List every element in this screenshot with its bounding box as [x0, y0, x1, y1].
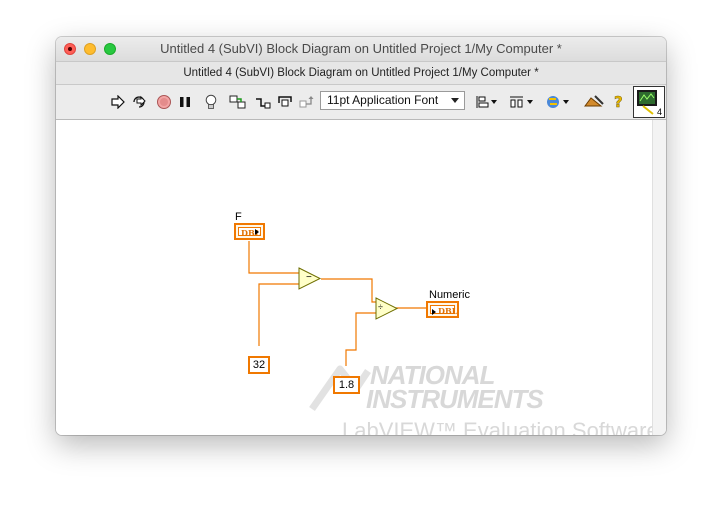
close-window-button[interactable] [64, 43, 76, 55]
svg-text:?: ? [614, 94, 623, 110]
wire-1-8-to-divide [345, 312, 376, 366]
indicator-type-dbl: DBL [430, 305, 457, 316]
vi-icon-number: 4 [656, 107, 662, 117]
reorder-icon[interactable] [544, 93, 572, 111]
pause-icon[interactable] [178, 93, 192, 111]
retain-wire-values-icon[interactable] [228, 93, 248, 111]
input-arrow-icon [432, 309, 436, 315]
control-label-f[interactable]: F [235, 211, 242, 223]
step-out-icon[interactable] [298, 93, 316, 111]
vi-icon[interactable]: 4 [633, 86, 665, 118]
toolbar: ? [56, 85, 666, 120]
wire-subtract-to-divide [321, 278, 376, 303]
control-terminal-f[interactable]: DBL [234, 223, 265, 240]
subtract-function[interactable] [298, 267, 322, 290]
block-diagram-canvas[interactable]: NATIONAL INSTRUMENTS LabVIEW™ Evaluation… [56, 120, 659, 435]
highlight-execution-icon[interactable] [203, 93, 219, 111]
context-help-icon[interactable]: ? [612, 93, 626, 111]
divide-symbol: ÷ [378, 302, 383, 312]
watermark-line1: NATIONAL [370, 360, 495, 390]
constant-1-8[interactable]: 1.8 [333, 376, 360, 394]
font-select-value: 11pt Application Font [327, 93, 439, 107]
title-bar[interactable]: Untitled 4 (SubVI) Block Diagram on Unti… [56, 37, 666, 62]
indicator-label-numeric[interactable]: Numeric [429, 289, 470, 301]
zoom-window-button[interactable] [104, 43, 116, 55]
step-over-icon[interactable] [276, 93, 294, 111]
chevron-down-icon [451, 98, 459, 103]
wire-32-to-subtract [258, 283, 299, 346]
block-diagram-window: Untitled 4 (SubVI) Block Diagram on Unti… [56, 37, 666, 435]
align-objects-icon[interactable] [474, 93, 500, 111]
constant-32[interactable]: 32 [248, 356, 270, 374]
minimize-window-button[interactable] [84, 43, 96, 55]
window-subtitle: Untitled 4 (SubVI) Block Diagram on Unti… [56, 62, 666, 85]
indicator-terminal-numeric[interactable]: DBL [426, 301, 459, 318]
cleanup-diagram-icon[interactable] [582, 93, 606, 111]
watermark-line3: LabVIEW™ Evaluation Software [342, 418, 659, 435]
subtract-symbol: − [306, 272, 312, 283]
abort-icon[interactable] [155, 93, 173, 111]
font-size-select[interactable]: 11pt Application Font [320, 91, 465, 110]
distribute-objects-icon[interactable] [508, 93, 536, 111]
window-title: Untitled 4 (SubVI) Block Diagram on Unti… [160, 41, 562, 56]
run-arrow-icon[interactable] [110, 93, 126, 111]
control-type-dbl: DBL [238, 227, 261, 238]
wires [248, 241, 426, 366]
watermark-line2: INSTRUMENTS [366, 384, 544, 414]
wire-f-to-subtract [248, 241, 299, 274]
step-into-icon[interactable] [254, 93, 272, 111]
output-arrow-icon [255, 229, 259, 235]
divide-function[interactable] [375, 297, 399, 320]
run-continuously-icon[interactable] [130, 93, 148, 111]
vertical-scrollbar[interactable] [652, 120, 666, 435]
